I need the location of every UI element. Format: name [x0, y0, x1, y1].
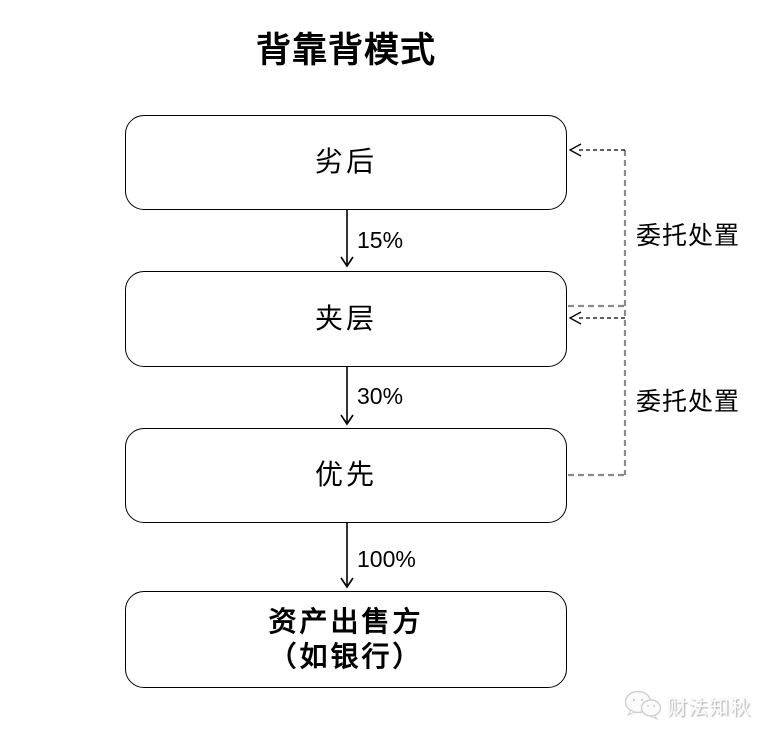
- box-subordinated: 劣后: [125, 115, 567, 210]
- box-senior: 优先: [125, 428, 567, 523]
- entrust-label-upper: 委托处置: [636, 223, 741, 250]
- entrust-label-lower: 委托处置: [636, 389, 741, 416]
- flow-label-30pct: 30%: [357, 383, 404, 409]
- flow-label-100pct: 100%: [357, 546, 416, 572]
- watermark: 财法知秋: [624, 690, 751, 720]
- flow-arrow-1-head: [340, 256, 354, 268]
- box-asset-seller: 资产出售方 （如银行）: [125, 591, 567, 688]
- flow-arrow-2-head: [340, 414, 354, 426]
- box-subordinated-label: 劣后: [314, 147, 377, 178]
- box-senior-label: 优先: [314, 460, 377, 491]
- flow-label-15pct: 15%: [357, 227, 404, 253]
- entrust-arrow-into-subordinated-head: [568, 143, 582, 157]
- box-mezzanine: 夹层: [125, 271, 567, 367]
- entrust-arrow-into-mezzanine-head: [568, 311, 582, 325]
- box-asset-seller-label: 资产出售方 （如银行）: [268, 606, 424, 673]
- flow-arrow-3-head: [340, 577, 354, 589]
- watermark-text: 财法知秋: [667, 696, 751, 719]
- diagram-title: 背靠背模式: [255, 31, 436, 70]
- wechat-icon: [624, 690, 662, 720]
- box-mezzanine-label: 夹层: [314, 303, 377, 335]
